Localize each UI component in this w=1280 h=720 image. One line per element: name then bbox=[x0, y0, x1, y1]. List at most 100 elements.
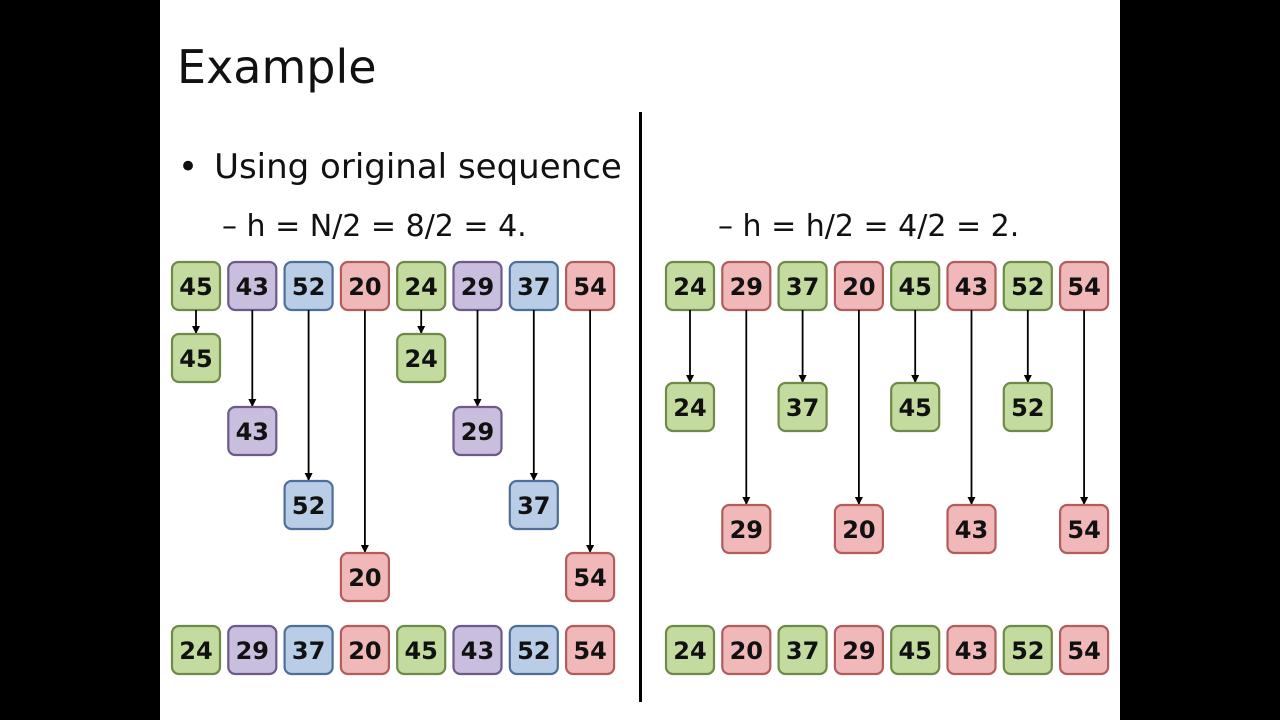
h4-top-box-7: 54 bbox=[565, 260, 616, 312]
svg-text:20: 20 bbox=[348, 273, 381, 301]
svg-text:24: 24 bbox=[404, 345, 437, 373]
shell-sort-diagram: 45 43 52 20 24 29 37 54 45 43 52 20 24 29 37 54 24 29 37 20… bbox=[170, 260, 1110, 676]
svg-text:54: 54 bbox=[1067, 637, 1100, 665]
h2-top-box-5: 43 bbox=[946, 260, 997, 312]
svg-text:52: 52 bbox=[1011, 273, 1044, 301]
h2-group-box-1: 29 bbox=[721, 503, 772, 555]
h4-group-box-1: 43 bbox=[227, 405, 278, 457]
svg-text:29: 29 bbox=[842, 637, 875, 665]
h2-top-box-6: 52 bbox=[1002, 260, 1053, 312]
svg-text:29: 29 bbox=[461, 273, 494, 301]
svg-text:54: 54 bbox=[573, 564, 606, 592]
svg-text:29: 29 bbox=[730, 273, 763, 301]
bullet-dot-icon: • bbox=[178, 147, 199, 187]
svg-text:24: 24 bbox=[404, 273, 437, 301]
svg-text:43: 43 bbox=[955, 637, 988, 665]
svg-text:37: 37 bbox=[292, 637, 325, 665]
h2-bottom-box-3: 29 bbox=[833, 624, 885, 676]
h4-top-box-4: 24 bbox=[396, 260, 447, 312]
bullet-point: • Using original sequence bbox=[178, 150, 622, 184]
h2-top-box-0: 24 bbox=[664, 260, 716, 312]
right-step-text: – h = h/2 = 4/2 = 2. bbox=[718, 209, 1020, 244]
left-step-text: – h = N/2 = 8/2 = 4. bbox=[222, 209, 527, 244]
svg-text:24: 24 bbox=[673, 273, 706, 301]
svg-text:45: 45 bbox=[898, 273, 931, 301]
svg-text:24: 24 bbox=[179, 637, 212, 665]
h4-group-box-2: 52 bbox=[283, 479, 334, 531]
h2-bottom-box-7: 54 bbox=[1058, 624, 1110, 676]
h4-group-box-0: 45 bbox=[170, 332, 222, 384]
svg-text:37: 37 bbox=[786, 637, 819, 665]
svg-text:24: 24 bbox=[673, 394, 706, 422]
svg-text:52: 52 bbox=[292, 273, 325, 301]
svg-text:43: 43 bbox=[236, 273, 269, 301]
h2-bottom-box-6: 52 bbox=[1002, 624, 1053, 676]
h2-top-box-7: 54 bbox=[1058, 260, 1110, 312]
svg-text:54: 54 bbox=[573, 273, 606, 301]
h4-bottom-box-7: 54 bbox=[565, 624, 616, 676]
h4-top-box-3: 20 bbox=[339, 260, 390, 312]
h4-top-box-0: 45 bbox=[170, 260, 222, 312]
svg-text:37: 37 bbox=[786, 394, 819, 422]
h2-top-box-2: 37 bbox=[777, 260, 828, 312]
h2-group-box-5: 43 bbox=[946, 503, 997, 555]
h2-bottom-box-5: 43 bbox=[946, 624, 997, 676]
column-divider bbox=[639, 112, 642, 702]
svg-text:37: 37 bbox=[786, 273, 819, 301]
h4-top-box-5: 29 bbox=[452, 260, 503, 312]
h2-group-box-2: 37 bbox=[777, 381, 828, 433]
h2-bottom-box-0: 24 bbox=[664, 624, 716, 676]
svg-text:45: 45 bbox=[898, 637, 931, 665]
h2-group-box-6: 52 bbox=[1002, 381, 1053, 433]
h2-group-box-0: 24 bbox=[664, 381, 716, 433]
h2-bottom-box-4: 45 bbox=[890, 624, 941, 676]
svg-text:20: 20 bbox=[730, 637, 763, 665]
svg-text:37: 37 bbox=[517, 492, 550, 520]
h4-bottom-box-1: 29 bbox=[227, 624, 278, 676]
svg-text:54: 54 bbox=[1067, 273, 1100, 301]
svg-text:43: 43 bbox=[236, 418, 269, 446]
h4-group-box-6: 37 bbox=[508, 479, 559, 531]
h4-group-box-3: 20 bbox=[339, 551, 390, 603]
h2-bottom-box-2: 37 bbox=[777, 624, 828, 676]
svg-text:45: 45 bbox=[179, 273, 212, 301]
h4-bottom-box-0: 24 bbox=[170, 624, 222, 676]
h4-top-box-2: 52 bbox=[283, 260, 334, 312]
bullet-text: Using original sequence bbox=[214, 147, 622, 187]
h2-top-box-1: 29 bbox=[721, 260, 772, 312]
svg-text:52: 52 bbox=[1011, 637, 1044, 665]
svg-text:43: 43 bbox=[955, 273, 988, 301]
h2-group-box-7: 54 bbox=[1058, 503, 1110, 555]
svg-text:52: 52 bbox=[1011, 394, 1044, 422]
svg-text:29: 29 bbox=[730, 516, 763, 544]
h2-group-box-3: 20 bbox=[833, 503, 885, 555]
svg-text:45: 45 bbox=[898, 394, 931, 422]
h4-bottom-box-5: 43 bbox=[452, 624, 503, 676]
svg-text:29: 29 bbox=[236, 637, 269, 665]
h4-bottom-box-2: 37 bbox=[283, 624, 334, 676]
h2-bottom-box-1: 20 bbox=[721, 624, 772, 676]
svg-text:52: 52 bbox=[292, 492, 325, 520]
svg-text:54: 54 bbox=[1067, 516, 1100, 544]
svg-text:54: 54 bbox=[573, 637, 606, 665]
h2-top-box-3: 20 bbox=[833, 260, 885, 312]
svg-text:29: 29 bbox=[461, 418, 494, 446]
h4-top-box-6: 37 bbox=[508, 260, 559, 312]
svg-text:43: 43 bbox=[461, 637, 494, 665]
h4-top-box-1: 43 bbox=[227, 260, 278, 312]
svg-text:20: 20 bbox=[348, 564, 381, 592]
svg-text:43: 43 bbox=[955, 516, 988, 544]
slide-title: Example bbox=[177, 40, 377, 94]
h2-group-box-4: 45 bbox=[890, 381, 941, 433]
svg-text:20: 20 bbox=[842, 516, 875, 544]
h4-group-box-5: 29 bbox=[452, 405, 503, 457]
svg-text:20: 20 bbox=[348, 637, 381, 665]
h4-bottom-box-6: 52 bbox=[508, 624, 559, 676]
h4-group-box-4: 24 bbox=[396, 332, 447, 384]
h4-bottom-box-4: 45 bbox=[396, 624, 447, 676]
slide: Example • Using original sequence – h = N… bbox=[160, 0, 1120, 720]
h2-top-box-4: 45 bbox=[890, 260, 941, 312]
svg-text:52: 52 bbox=[517, 637, 550, 665]
svg-text:45: 45 bbox=[179, 345, 212, 373]
svg-text:45: 45 bbox=[404, 637, 437, 665]
